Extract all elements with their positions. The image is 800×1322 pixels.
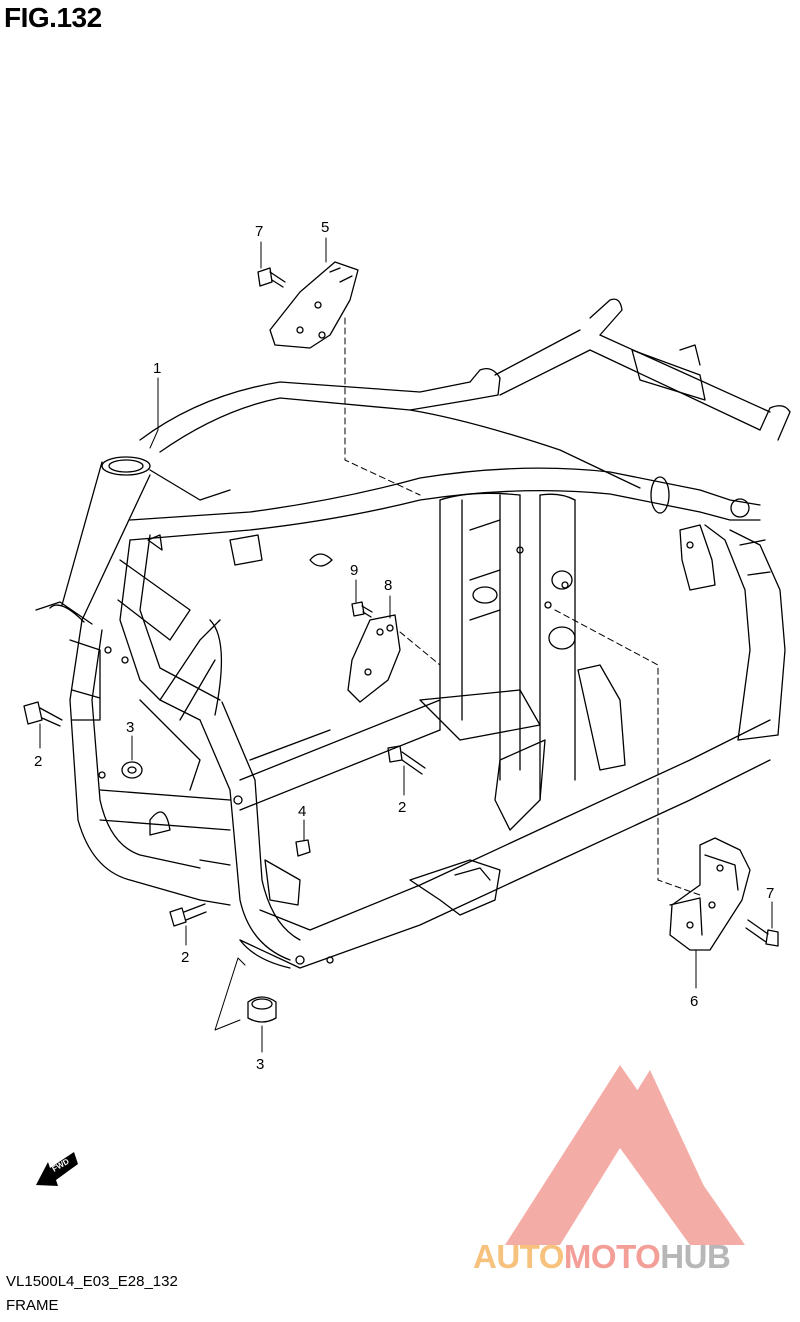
diagram-code: VL1500L4_E03_E28_132 bbox=[6, 1273, 178, 1290]
cap-4 bbox=[295, 839, 311, 857]
bracket-8 bbox=[347, 614, 401, 703]
diagram-name: FRAME bbox=[6, 1297, 59, 1314]
callout-6: 6 bbox=[690, 993, 698, 1010]
bolt-2-center bbox=[387, 745, 426, 775]
callout-5: 5 bbox=[321, 219, 329, 236]
bolt-2-lower bbox=[169, 903, 207, 927]
watermark-logo-icon bbox=[505, 1065, 745, 1245]
callout-2-lower: 2 bbox=[181, 949, 189, 966]
assembly-dash-lines bbox=[344, 317, 701, 896]
bolt-9 bbox=[351, 601, 373, 618]
watermark-part-hub: HUB bbox=[660, 1238, 731, 1275]
callout-3-upper: 3 bbox=[126, 719, 134, 736]
figure-title: FIG.132 bbox=[4, 2, 102, 33]
callout-3-lower: 3 bbox=[256, 1056, 264, 1073]
callout-2-left: 2 bbox=[34, 753, 42, 770]
bolt-7-upper bbox=[257, 267, 286, 288]
callout-1: 1 bbox=[153, 360, 161, 377]
watermark-text: AUTOMOTOHUB bbox=[473, 1238, 731, 1276]
leader-lines bbox=[39, 237, 773, 1053]
bracket-6 bbox=[669, 837, 751, 951]
bracket-5 bbox=[269, 261, 359, 349]
callout-4: 4 bbox=[298, 803, 306, 820]
callout-7-upper: 7 bbox=[255, 223, 263, 240]
bolt-2-left bbox=[23, 701, 63, 727]
callout-9: 9 bbox=[350, 562, 358, 579]
nut-3-upper bbox=[121, 761, 143, 779]
watermark-part-moto: MOTO bbox=[563, 1238, 661, 1275]
main-frame bbox=[35, 298, 791, 969]
bolt-7-lower bbox=[745, 919, 779, 947]
callout-8: 8 bbox=[384, 577, 392, 594]
fwd-arrow-icon: FWD bbox=[36, 1152, 78, 1186]
callout-7-lower: 7 bbox=[766, 885, 774, 902]
watermark-part-auto: AUTO bbox=[473, 1238, 564, 1275]
callout-2-center: 2 bbox=[398, 799, 406, 816]
nut-3-lower bbox=[247, 996, 277, 1023]
